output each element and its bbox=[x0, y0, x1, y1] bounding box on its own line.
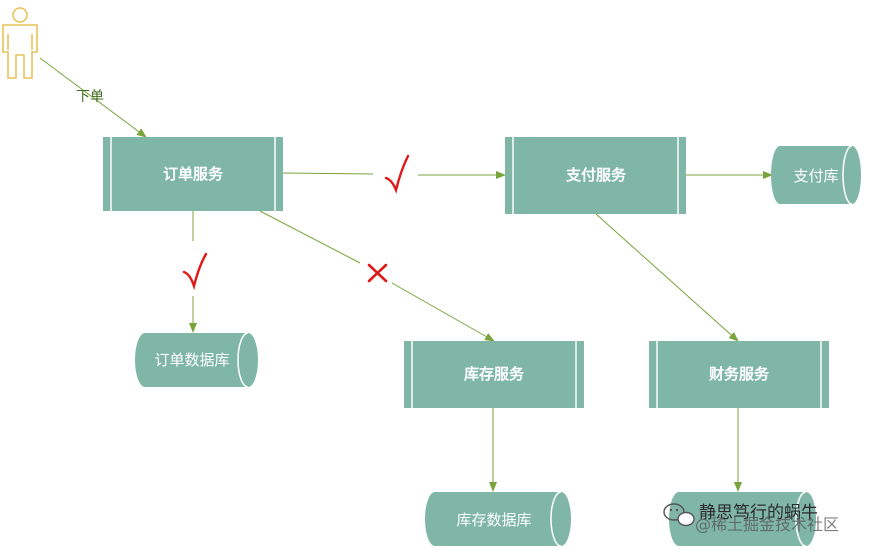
edge-payment-to-finance bbox=[595, 213, 739, 342]
order-service-box: 订单服务 bbox=[103, 137, 283, 211]
watermark-overlay-text: @稀土掘金技术社区 bbox=[695, 515, 839, 534]
place-order-label: 下单 bbox=[76, 89, 104, 105]
edge-order-to-inventory-b bbox=[391, 282, 495, 342]
payment-service-label: 支付服务 bbox=[565, 166, 627, 184]
check-mark-order-orderdb bbox=[182, 252, 208, 291]
wechat-icon bbox=[663, 503, 695, 527]
inventory-db: 库存数据库 bbox=[425, 491, 571, 547]
order-service-label: 订单服务 bbox=[163, 165, 224, 183]
user-icon bbox=[2, 7, 38, 79]
finance-service-label: 财务服务 bbox=[709, 365, 770, 383]
order-db: 订单数据库 bbox=[135, 332, 258, 388]
finance-db bbox=[669, 491, 816, 547]
edge-order-to-inventory-a bbox=[259, 210, 361, 264]
inventory-service-label: 库存服务 bbox=[464, 365, 525, 383]
inventory-service-box: 库存服务 bbox=[404, 341, 584, 408]
payment-db-label: 支付库 bbox=[793, 167, 838, 185]
cross-mark-order-inventory bbox=[367, 263, 388, 283]
check-mark-order-payment bbox=[384, 154, 410, 194]
edge-actor-to-order bbox=[39, 57, 147, 138]
edge-order-to-payment-a bbox=[282, 172, 374, 175]
payment-service-box: 支付服务 bbox=[505, 137, 686, 214]
finance-service-box: 财务服务 bbox=[649, 341, 829, 408]
order-db-label: 订单数据库 bbox=[154, 351, 229, 369]
payment-db: 支付库 bbox=[771, 145, 861, 205]
watermark-text: 静思笃行的蜗牛 bbox=[699, 503, 818, 523]
inventory-db-label: 库存数据库 bbox=[456, 511, 531, 529]
